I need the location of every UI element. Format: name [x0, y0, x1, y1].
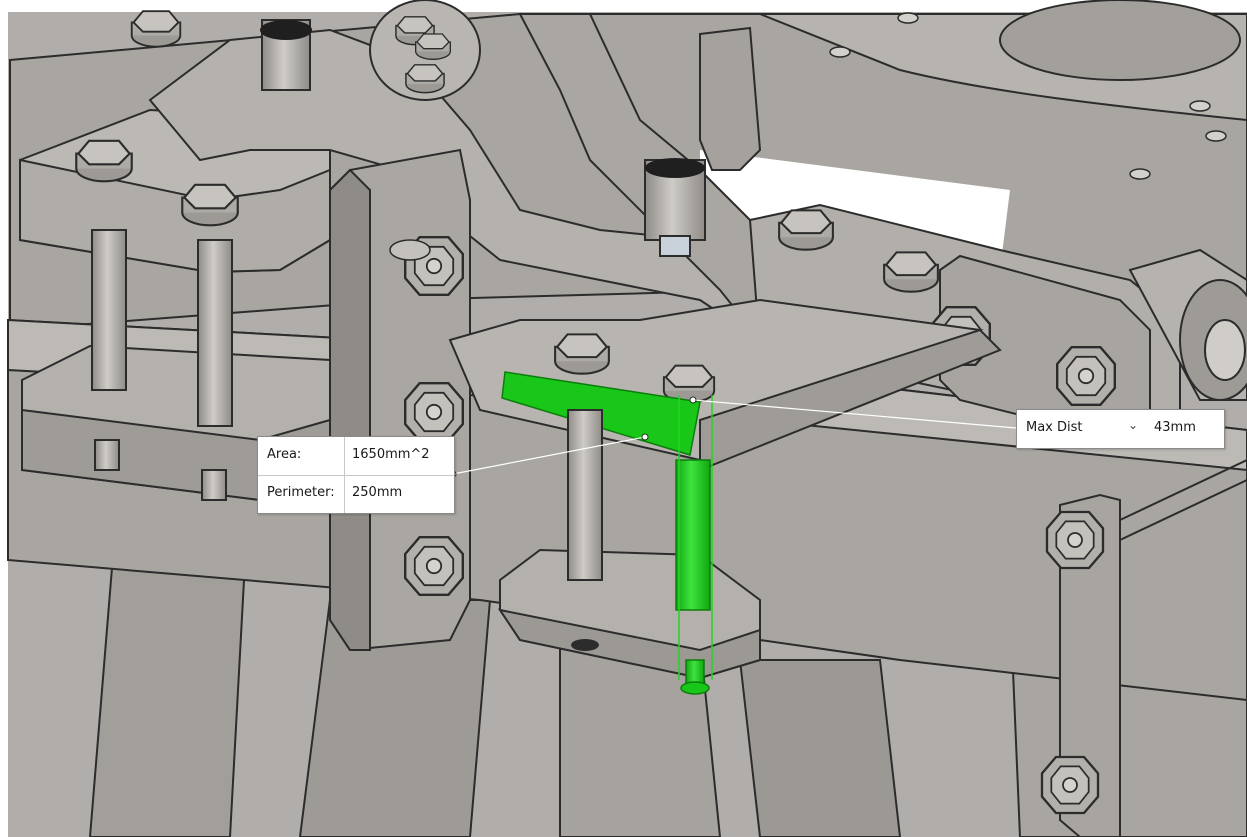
distance-mode-label: Max Dist	[1026, 420, 1083, 435]
distance-value: 43mm	[1154, 420, 1196, 435]
area-perimeter-callout: Area: 1650mm^2 Perimeter: 250mm	[257, 436, 455, 514]
distance-mode-dropdown[interactable]: Max Dist ⌄	[1017, 410, 1149, 448]
perimeter-label: Perimeter:	[267, 485, 335, 500]
area-row: Area: 1650mm^2	[258, 437, 454, 476]
area-label: Area:	[267, 447, 302, 462]
perimeter-row: Perimeter: 250mm	[258, 475, 454, 513]
chevron-down-icon[interactable]: ⌄	[1127, 418, 1138, 432]
area-value: 1650mm^2	[352, 447, 430, 462]
callout-gap	[1148, 410, 1153, 448]
callout-leader-lines	[449, 396, 1017, 478]
distance-callout: Max Dist ⌄ 43mm	[1016, 409, 1225, 449]
perimeter-value: 250mm	[352, 485, 403, 500]
